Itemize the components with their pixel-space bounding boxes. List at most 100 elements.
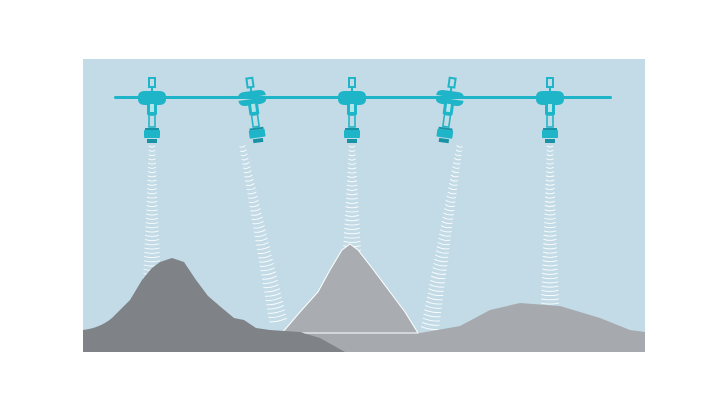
signal-wave-arc	[344, 219, 360, 222]
signal-wave-arc	[250, 208, 261, 212]
signal-wave-arc	[347, 171, 357, 174]
signal-wave-arc	[269, 317, 288, 323]
signal-wave-arc	[147, 171, 157, 174]
signal-wave-arc	[265, 296, 282, 301]
signal-wave-arc	[248, 199, 259, 203]
signal-wave-arc	[433, 262, 448, 267]
boom-frame	[546, 114, 554, 128]
signal-wave-arc	[346, 180, 358, 183]
signal-wave-arc	[243, 170, 252, 174]
signal-wave-arc	[544, 200, 556, 203]
satellite-hub	[436, 89, 464, 99]
signal-wave-arc	[346, 184, 358, 187]
sensor-head-icon	[248, 126, 266, 144]
signal-wave-arc	[247, 191, 257, 195]
signal-wave-arc	[425, 300, 443, 305]
satellite-icon	[238, 76, 267, 144]
signal-wave-arc	[428, 288, 444, 292]
signal-wave-arc	[146, 196, 158, 199]
signal-wave-arc	[248, 195, 258, 199]
signal-wave-arc	[444, 204, 455, 207]
signal-wave-arc	[148, 162, 156, 165]
signal-wave-arc	[253, 229, 266, 233]
signal-wave-arc	[542, 247, 558, 250]
signal-wave-arc	[437, 241, 450, 246]
satellite-icon	[138, 77, 166, 143]
signal-wave-arc	[147, 175, 157, 178]
signal-wave-arc	[544, 204, 556, 207]
signal-wave-arc	[240, 153, 248, 157]
signal-wave-arc	[145, 222, 159, 225]
signal-wave-arc	[261, 275, 277, 280]
boom-frame	[250, 113, 261, 129]
satellite-icon	[435, 76, 464, 144]
signal-wave-arc	[452, 166, 460, 169]
antenna-mast	[151, 87, 153, 92]
body-window	[548, 104, 552, 112]
signal-wave-arc	[245, 182, 255, 186]
signal-wave-arc	[146, 200, 158, 203]
signal-wave-arc	[449, 178, 459, 182]
signal-wave-arc	[543, 221, 557, 224]
signal-wave-arc	[436, 246, 450, 250]
signal-wave-arc	[542, 255, 558, 258]
signal-wave-arc	[430, 275, 446, 280]
signal-wave-arc	[541, 298, 559, 301]
signal-wave-arc	[346, 193, 358, 196]
signal-wave-arc	[144, 234, 160, 237]
signal-wave-arc	[148, 154, 156, 157]
satellite-hub	[138, 91, 166, 97]
signal-waves-icon	[342, 145, 362, 252]
signal-wave-arc	[258, 258, 273, 263]
signal-wave-arc	[546, 149, 554, 152]
signal-wave-arc	[421, 321, 440, 326]
signal-wave-arc	[143, 260, 161, 263]
signal-wave-arc	[427, 292, 444, 297]
sensor-head-icon	[542, 128, 558, 143]
signal-wave-arc	[258, 254, 272, 259]
signal-wave-arc	[345, 201, 359, 204]
signal-wave-arc	[543, 226, 557, 229]
signal-wave-arc	[450, 174, 459, 178]
mountain-left	[83, 258, 345, 352]
signal-wave-arc	[544, 209, 556, 212]
signal-wave-arc	[256, 241, 269, 246]
signal-wave-arc	[261, 271, 276, 276]
signal-wave-arc	[545, 179, 555, 182]
signal-wave-arc	[345, 210, 359, 213]
signal-wave-arc	[447, 191, 457, 195]
mountain-middle	[280, 243, 419, 334]
signal-wave-arc	[441, 220, 453, 224]
signal-wave-arc	[347, 167, 357, 170]
signal-wave-arc	[545, 183, 555, 186]
signal-wave-arc	[542, 251, 558, 254]
signal-wave-arc	[254, 233, 267, 238]
signal-wave-arc	[545, 188, 555, 190]
signal-wave-arc	[443, 212, 454, 216]
signal-wave-arc	[540, 302, 560, 305]
signal-wave-arc	[257, 250, 271, 255]
signal-wave-arc	[442, 216, 454, 220]
signal-wave-arc	[264, 292, 281, 297]
signal-wave-arc	[253, 225, 265, 229]
signal-wave-arc	[445, 199, 456, 203]
signal-wave-arc	[259, 263, 274, 267]
signal-wave-arc	[456, 145, 463, 148]
satellites	[138, 76, 564, 144]
body-window	[445, 103, 452, 113]
signal-wave-arc	[453, 161, 461, 165]
signal-wave-arc	[343, 240, 361, 243]
signal-wave-arc	[348, 149, 356, 152]
signal-wave-arc	[541, 277, 559, 280]
signal-wave-arc	[541, 294, 559, 297]
signal-wave-arc	[148, 158, 156, 161]
signal-wave-arc	[266, 300, 283, 306]
signal-wave-arc	[147, 179, 157, 182]
signal-wave-arc	[453, 157, 462, 161]
signal-wave-arc	[439, 229, 452, 233]
signal-wave-arc	[454, 153, 462, 157]
signal-wave-arc	[343, 232, 361, 235]
signal-waves-icon	[142, 145, 162, 284]
